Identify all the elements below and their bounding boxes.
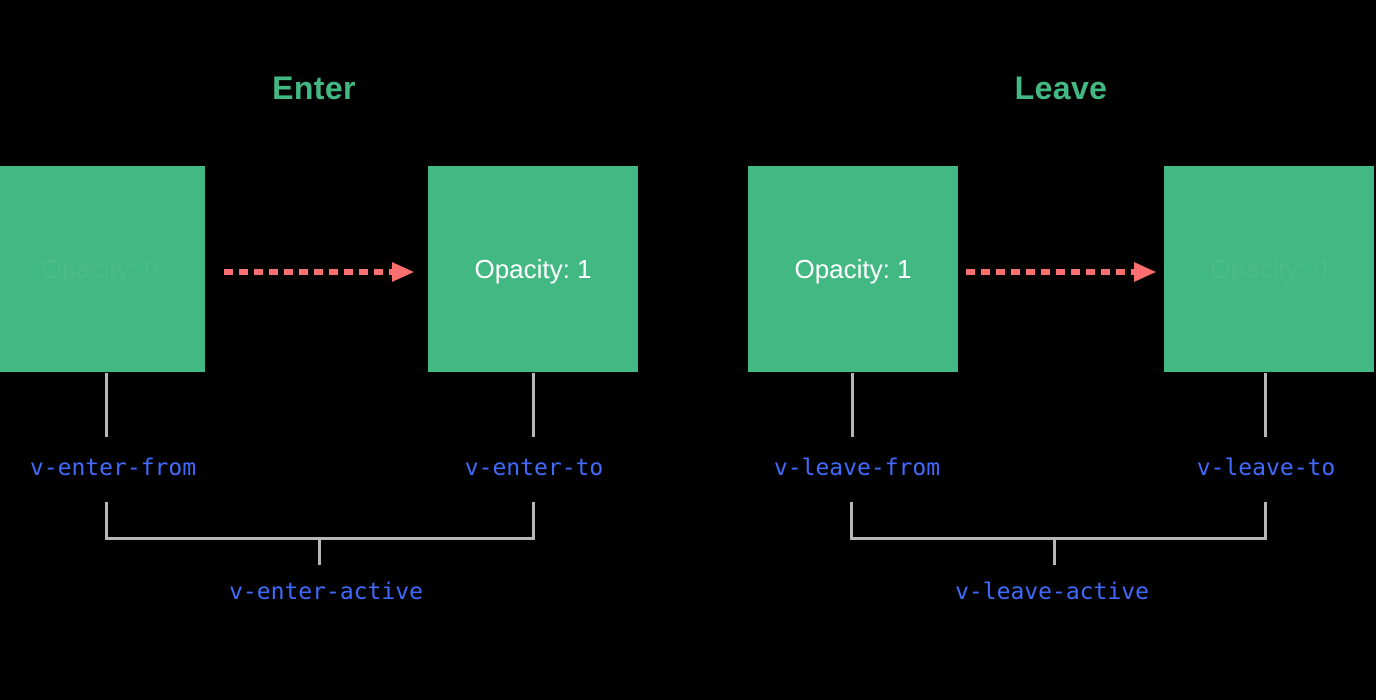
- state-box-enter-from: Opacity: 0: [0, 166, 205, 372]
- state-box-leave-from-label: Opacity: 1: [794, 254, 912, 284]
- class-label-v-leave-from: v-leave-from: [773, 455, 941, 481]
- class-label-v-leave-active: v-leave-active: [955, 579, 1149, 605]
- class-label-v-enter-active: v-enter-active: [229, 579, 423, 605]
- connector-line-leave-to: [1264, 373, 1267, 437]
- bracket-enter-active: [105, 502, 535, 540]
- arrow-shaft: [966, 269, 1134, 275]
- class-label-v-leave-to: v-leave-to: [1196, 455, 1336, 481]
- leave-transition-arrow-icon: [966, 262, 1156, 282]
- state-box-leave-to-label: Opacity: 0: [1210, 254, 1328, 284]
- state-box-leave-from: Opacity: 1: [748, 166, 958, 372]
- connector-line-enter-from: [105, 373, 108, 437]
- class-label-v-enter-to: v-enter-to: [464, 455, 604, 481]
- enter-transition-arrow-icon: [224, 262, 414, 282]
- state-box-enter-to: Opacity: 1: [428, 166, 638, 372]
- bracket-leave-active: [850, 502, 1267, 540]
- state-box-leave-to: Opacity: 0: [1164, 166, 1374, 372]
- phase-title-leave: Leave: [1014, 70, 1108, 106]
- arrow-head: [1134, 262, 1156, 282]
- state-box-enter-to-label: Opacity: 1: [474, 254, 592, 284]
- connector-line-enter-to: [532, 373, 535, 437]
- class-label-v-enter-from: v-enter-from: [29, 455, 197, 481]
- state-box-enter-from-label: Opacity: 0: [41, 254, 159, 284]
- arrow-shaft: [224, 269, 392, 275]
- arrow-head: [392, 262, 414, 282]
- phase-title-enter: Enter: [272, 70, 356, 106]
- bracket-stem-leave-active: [1053, 540, 1056, 565]
- connector-line-leave-from: [851, 373, 854, 437]
- bracket-stem-enter-active: [318, 540, 321, 565]
